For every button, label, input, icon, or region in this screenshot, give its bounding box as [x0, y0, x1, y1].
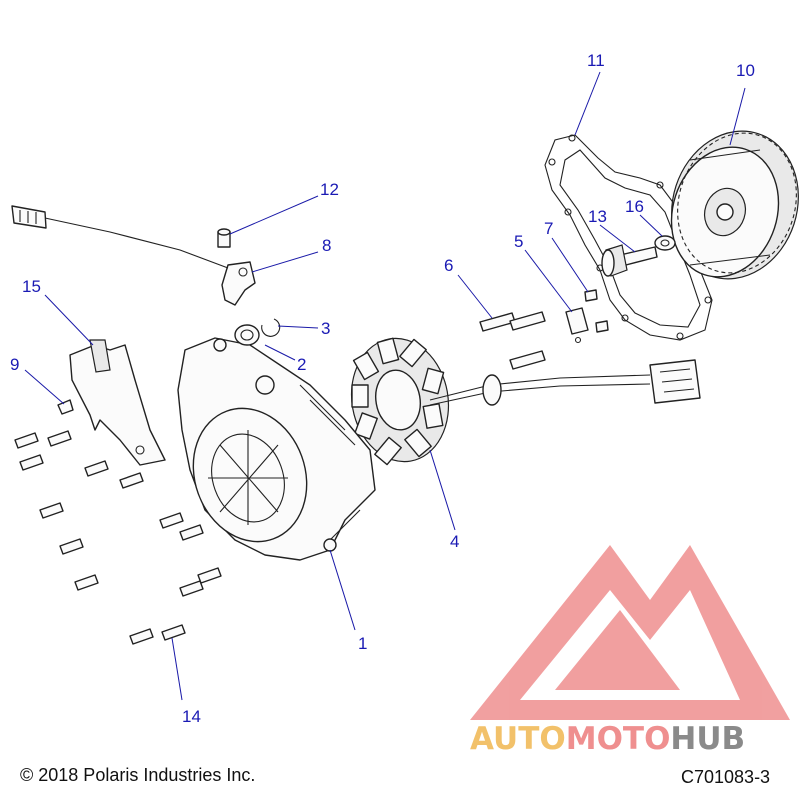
diagram-code: C701083-3	[681, 767, 770, 787]
callout-16: 16	[625, 197, 644, 216]
stator-cover	[177, 337, 376, 561]
leader-lines	[24, 71, 746, 701]
stator	[350, 337, 701, 466]
callout-3: 3	[321, 319, 330, 338]
bracket	[69, 339, 166, 466]
flywheel-bolt	[601, 244, 658, 277]
gasket	[544, 134, 713, 341]
callout-1: 1	[358, 634, 367, 653]
callout-4: 4	[450, 532, 459, 551]
pickup-sensor	[565, 307, 589, 344]
callout-2: 2	[297, 355, 306, 374]
callout-13: 13	[588, 207, 607, 226]
copyright-text: © 2018 Polaris Industries Inc.	[20, 765, 255, 785]
watermark-text: AUTOMOTOHUB	[470, 721, 745, 757]
cover-bolts	[14, 430, 222, 645]
sensor-harness	[11, 205, 229, 269]
clip	[57, 399, 74, 415]
washer	[654, 235, 676, 251]
callout-10: 10	[736, 61, 755, 80]
stator-bolts	[479, 311, 546, 370]
flywheel	[670, 130, 799, 280]
bearing	[234, 324, 260, 346]
callout-11: 11	[587, 51, 605, 70]
sensor-screw	[217, 228, 231, 248]
callout-7: 7	[544, 219, 553, 238]
crank-sensor	[221, 261, 256, 306]
snap-ring	[261, 318, 281, 337]
gasket-inner	[559, 149, 701, 328]
callout-8: 8	[322, 236, 331, 255]
watermark-logo	[470, 545, 790, 720]
callouts: 1 2 3 4 5 6 7 8 9 10 11 12 13 14 15 16	[10, 51, 755, 726]
callout-9: 9	[10, 355, 19, 374]
callout-12: 12	[320, 180, 339, 199]
callout-14: 14	[182, 707, 201, 726]
small-screws	[584, 289, 609, 333]
callout-6: 6	[444, 256, 453, 275]
logo-spiral	[555, 610, 680, 690]
callout-15: 15	[22, 277, 41, 296]
callout-5: 5	[514, 232, 523, 251]
